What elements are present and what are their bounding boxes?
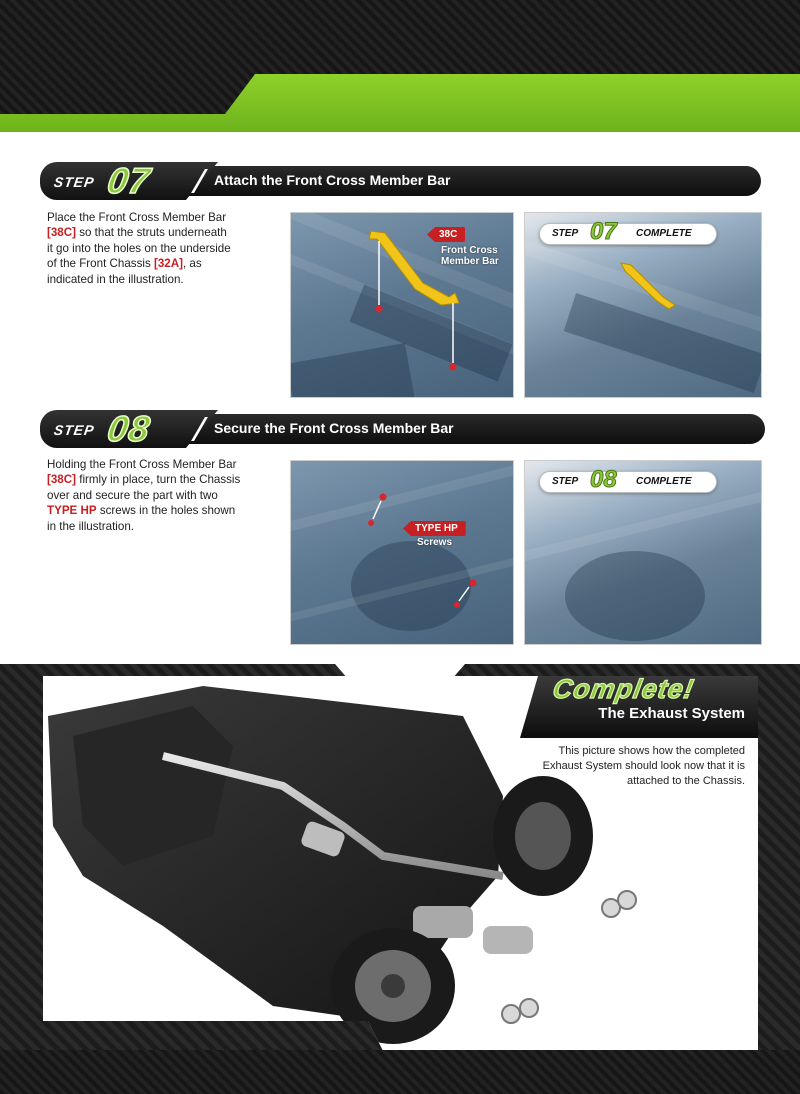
step-08-instructions: Holding the Front Cross Member Bar [38C]… bbox=[47, 457, 247, 534]
screw-type-ref: TYPE HP bbox=[47, 504, 97, 518]
part-ref-32a: [32A] bbox=[153, 257, 183, 271]
step-08-complete-illustration: STEP 08 COMPLETE bbox=[524, 460, 762, 645]
complete-subheading: The Exhaust System bbox=[598, 705, 745, 722]
part-ref-38c: [38C] bbox=[47, 473, 76, 487]
step-07-complete-illustration: STEP 07 COMPLETE bbox=[524, 212, 762, 398]
callout-38c-label-line2: Member Bar bbox=[441, 256, 499, 267]
installed-bar-icon bbox=[620, 262, 676, 310]
step-08-number: 08 bbox=[104, 407, 155, 450]
callout-type-hp-label: Screws bbox=[417, 537, 453, 548]
step-07-complete-badge: STEP 07 COMPLETE bbox=[539, 218, 717, 246]
cross-member-bar-icon bbox=[368, 230, 460, 371]
step-07-text-2: so that the struts underneath it go into… bbox=[47, 226, 231, 271]
complete-badge-step: STEP bbox=[552, 228, 579, 239]
step-08-header: STEP 08 Secure the Front Cross Member Ba… bbox=[40, 407, 765, 450]
callout-38c: 38C bbox=[427, 227, 466, 242]
complete-section: Complete! The Exhaust System This pictur… bbox=[0, 664, 800, 1094]
section-notch bbox=[335, 664, 465, 676]
step-07-text-3: , as indicated in the illustration. bbox=[47, 257, 202, 286]
step-08-text-3: screws in the holes shown in the illustr… bbox=[47, 504, 236, 533]
step-07-instructions: Place the Front Cross Member Bar [38C] s… bbox=[47, 210, 232, 287]
step-08-badge bbox=[40, 410, 218, 448]
step-07-title: Attach the Front Cross Member Bar bbox=[214, 172, 451, 188]
step-07-illustration: 38C Front Cross Member Bar bbox=[290, 212, 514, 398]
step-07-word: STEP bbox=[52, 174, 96, 190]
header-green-band bbox=[0, 74, 800, 132]
step-07-header: STEP 07 Attach the Front Cross Member Ba… bbox=[40, 159, 761, 202]
step-07-text-1: Place the Front Cross Member Bar bbox=[47, 211, 227, 224]
complete-heading: Complete! bbox=[550, 673, 698, 704]
complete-description: This picture shows how the completed Exh… bbox=[542, 745, 745, 787]
step-07-number: 07 bbox=[104, 159, 155, 202]
page-footer bbox=[0, 1050, 800, 1094]
complete-badge-word: COMPLETE bbox=[636, 476, 692, 487]
step-08-word: STEP bbox=[52, 422, 96, 438]
step-08-title: Secure the Front Cross Member Bar bbox=[214, 420, 454, 436]
page-header bbox=[0, 0, 800, 132]
callout-38c-label-line1: Front Cross bbox=[441, 245, 498, 256]
step-08-text-2: firmly in place, turn the Chassis over a… bbox=[47, 473, 241, 502]
complete-panel bbox=[43, 676, 758, 1051]
screw-markers-icon bbox=[368, 493, 477, 608]
complete-badge-number: 07 bbox=[590, 218, 618, 246]
complete-badge-word: COMPLETE bbox=[636, 228, 692, 239]
callout-type-hp: TYPE HP bbox=[403, 521, 466, 536]
step-08-text-1: Holding the Front Cross Member Bar bbox=[47, 458, 237, 471]
step-08-complete-badge: STEP 08 COMPLETE bbox=[539, 466, 717, 494]
complete-badge-step: STEP bbox=[552, 476, 579, 487]
part-ref-38c: [38C] bbox=[47, 226, 76, 240]
complete-banner bbox=[520, 676, 758, 738]
step-08-illustration: TYPE HP Screws bbox=[290, 460, 514, 645]
complete-badge-number: 08 bbox=[590, 466, 618, 494]
callout-38c-label: Front Cross Member Bar bbox=[441, 245, 499, 267]
step-07-badge bbox=[40, 162, 218, 200]
chassis-illustration-icon bbox=[48, 686, 637, 1044]
